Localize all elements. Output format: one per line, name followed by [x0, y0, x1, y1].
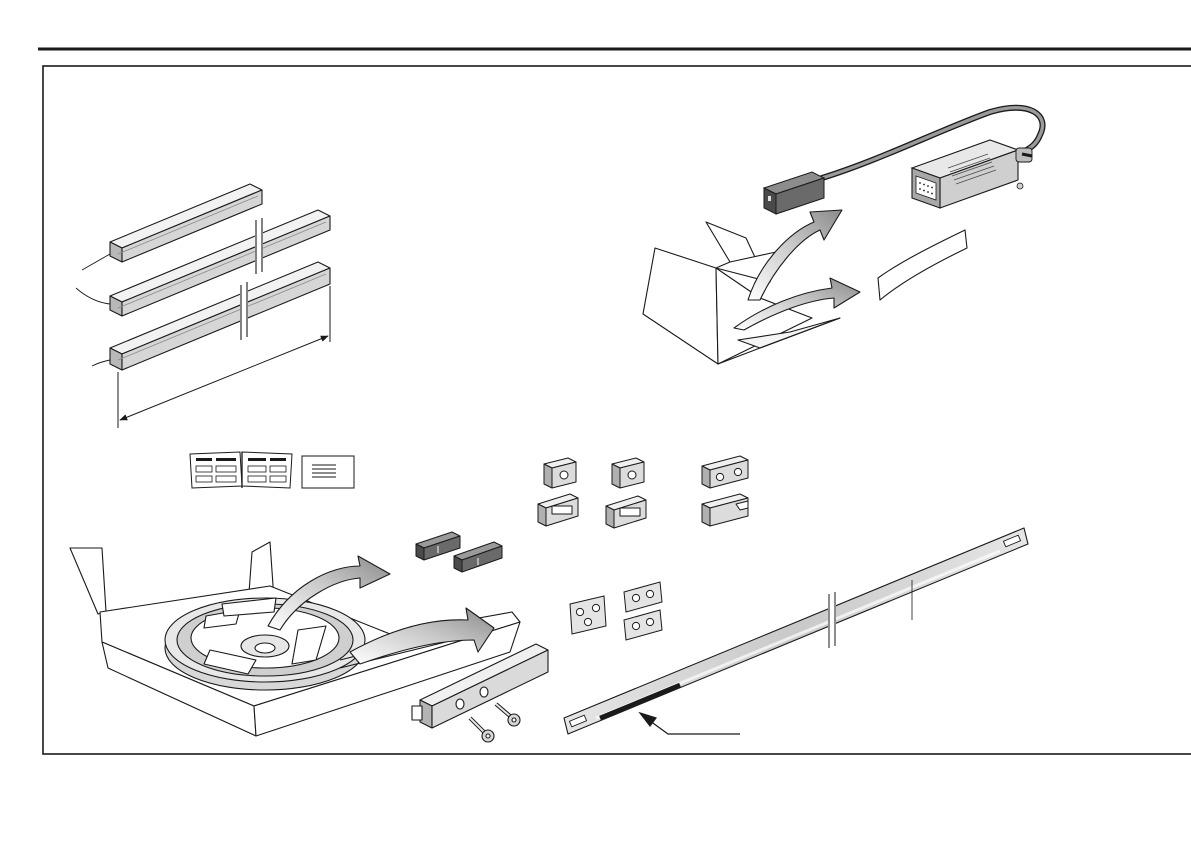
break-mark [255, 218, 263, 274]
leader-lines-rails [76, 254, 110, 366]
label-card [302, 456, 354, 488]
manual-booklet [190, 452, 292, 488]
break-mark [828, 592, 836, 648]
profile-rail-medium [110, 210, 330, 316]
screw-icon [496, 704, 520, 726]
mounting-clamps [538, 456, 748, 528]
scanning-head-cable-connector [764, 108, 1043, 214]
reference-mark-arrow [640, 713, 740, 734]
end-pieces [416, 532, 502, 572]
break-mark [240, 282, 248, 340]
spacer-plates [570, 582, 662, 640]
profile-rail-long [110, 262, 330, 370]
adhesive-strip [878, 230, 967, 300]
screw-icon [470, 718, 494, 742]
